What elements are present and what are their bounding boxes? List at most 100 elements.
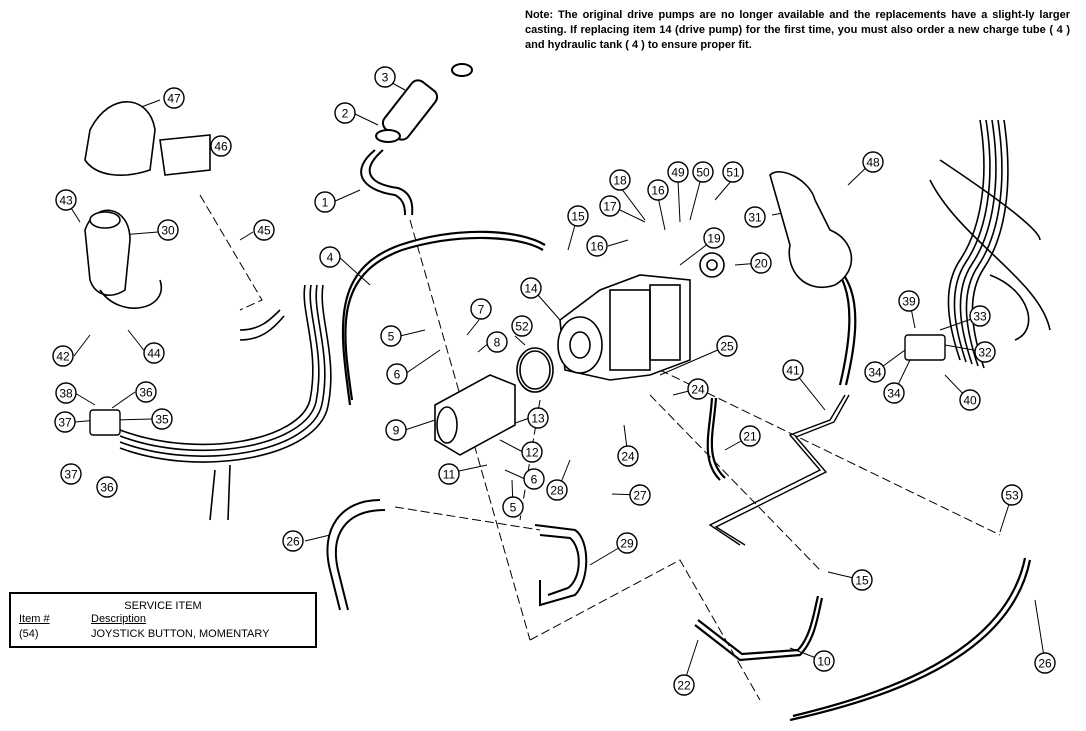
callout-26: 26 xyxy=(282,530,304,552)
drive-pump xyxy=(557,252,725,381)
callout-19: 19 xyxy=(703,227,725,249)
callout-number: 52 xyxy=(515,320,529,334)
callout-2: 2 xyxy=(334,102,356,124)
callout-6: 6 xyxy=(523,468,545,490)
service-item-col-item: Item # xyxy=(19,613,50,625)
callout-number: 34 xyxy=(887,387,901,401)
callout-number: 21 xyxy=(743,430,757,444)
callout-number: 4 xyxy=(327,251,334,265)
callout-8: 8 xyxy=(486,331,508,353)
callout-41: 41 xyxy=(782,359,804,381)
callout-37: 37 xyxy=(60,463,82,485)
callout-21: 21 xyxy=(739,425,761,447)
callout-number: 17 xyxy=(603,200,617,214)
callout-number: 40 xyxy=(963,394,977,408)
callout-37: 37 xyxy=(54,411,76,433)
callout-number: 34 xyxy=(868,366,882,380)
callout-1: 1 xyxy=(314,191,336,213)
callout-number: 3 xyxy=(382,71,389,85)
callout-29: 29 xyxy=(616,532,638,554)
callout-15: 15 xyxy=(567,205,589,227)
callout-number: 42 xyxy=(56,350,70,364)
callout-number: 25 xyxy=(720,340,734,354)
callout-number: 16 xyxy=(651,184,665,198)
callout-number: 32 xyxy=(978,346,992,360)
callout-number: 14 xyxy=(524,282,538,296)
callout-number: 26 xyxy=(1038,657,1052,671)
service-item-title: SERVICE ITEM xyxy=(124,600,202,612)
callout-26: 26 xyxy=(1034,652,1056,674)
callout-43: 43 xyxy=(55,189,77,211)
hose-53 xyxy=(326,499,588,611)
wire-harness-left xyxy=(119,284,332,521)
callout-number: 11 xyxy=(443,468,456,482)
callout-45: 45 xyxy=(253,219,275,241)
callout-number: 37 xyxy=(64,468,78,482)
callout-number: 12 xyxy=(525,446,539,460)
callout-number: 22 xyxy=(677,679,691,693)
callout-number: 36 xyxy=(100,481,114,495)
callout-number: 24 xyxy=(621,450,635,464)
callout-number: 20 xyxy=(754,257,768,271)
callout-number: 2 xyxy=(342,107,349,121)
callout-52: 52 xyxy=(511,315,533,337)
callout-33: 33 xyxy=(969,305,991,327)
callout-27: 27 xyxy=(629,484,651,506)
callout-number: 15 xyxy=(571,210,585,224)
callout-31: 31 xyxy=(744,206,766,228)
callout-number: 24 xyxy=(691,383,705,397)
callout-20: 20 xyxy=(750,252,772,274)
callout-36: 36 xyxy=(135,381,157,403)
callout-number: 7 xyxy=(478,303,485,317)
callout-51: 51 xyxy=(722,161,744,183)
callout-number: 36 xyxy=(139,386,153,400)
callout-50: 50 xyxy=(692,161,714,183)
callout-number: 5 xyxy=(388,330,395,344)
callout-53: 53 xyxy=(1001,484,1023,506)
dashed-reference-lines xyxy=(199,194,1001,701)
callout-5: 5 xyxy=(502,496,524,518)
callout-35: 35 xyxy=(151,408,173,430)
callout-13: 13 xyxy=(527,407,549,429)
callout-9: 9 xyxy=(385,419,407,441)
callout-24: 24 xyxy=(687,378,709,400)
callout-number: 1 xyxy=(322,196,329,210)
joystick-right xyxy=(769,171,853,288)
callout-number: 10 xyxy=(817,655,831,669)
callout-number: 6 xyxy=(531,473,538,487)
callout-34: 34 xyxy=(883,382,905,404)
callout-22: 22 xyxy=(673,674,695,696)
callout-5: 5 xyxy=(380,325,402,347)
service-item-col-desc: Description xyxy=(91,613,147,625)
callout-number: 37 xyxy=(58,416,72,430)
callout-44: 44 xyxy=(143,342,165,364)
callout-number: 5 xyxy=(510,501,517,515)
callout-11: 11 xyxy=(438,463,460,485)
callout-38: 38 xyxy=(55,382,77,404)
callout-number: 33 xyxy=(973,310,987,324)
callout-number: 6 xyxy=(394,368,401,382)
callout-number: 27 xyxy=(633,489,647,503)
charge-pump xyxy=(434,347,554,456)
callout-number: 49 xyxy=(671,166,685,180)
callout-25: 25 xyxy=(716,335,738,357)
callout-number: 38 xyxy=(59,387,73,401)
callout-10: 10 xyxy=(813,650,835,672)
service-item-row-item: (54) xyxy=(19,628,39,640)
callout-36: 36 xyxy=(96,476,118,498)
callout-number: 35 xyxy=(155,413,169,427)
callout-3: 3 xyxy=(374,66,396,88)
callout-number: 29 xyxy=(620,537,634,551)
callout-number: 19 xyxy=(707,232,721,246)
callout-39: 39 xyxy=(898,290,920,312)
callout-number: 53 xyxy=(1005,489,1019,503)
callout-4: 4 xyxy=(319,246,341,268)
callout-number: 50 xyxy=(696,166,710,180)
callout-number: 48 xyxy=(866,156,880,170)
callout-number: 18 xyxy=(613,174,627,188)
callout-number: 44 xyxy=(147,347,161,361)
callout-40: 40 xyxy=(959,389,981,411)
callout-7: 7 xyxy=(470,298,492,320)
